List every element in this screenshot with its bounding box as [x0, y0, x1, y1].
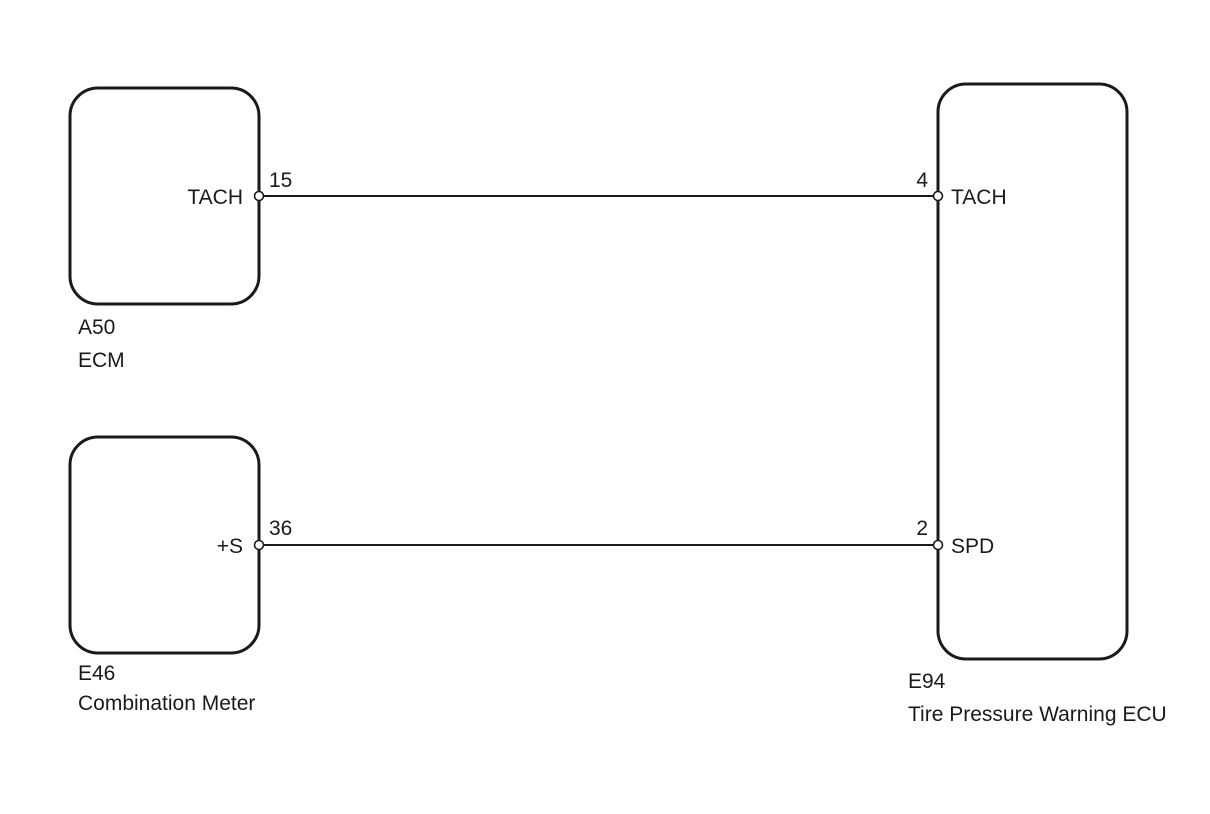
ecm-code: A50 [78, 316, 115, 339]
ecu-tach-pin-number: 4 [916, 169, 928, 192]
ecm-terminal-label: TACH [187, 186, 243, 209]
meter-pin-number: 36 [269, 517, 292, 540]
ecm-name: ECM [78, 349, 125, 372]
meter-terminal-label: +S [217, 535, 243, 558]
tire-pressure-warning-ecu-block [936, 82, 1129, 661]
ecu-spd-terminal [932, 539, 944, 551]
ecu-spd-pin-number: 2 [916, 517, 928, 540]
ecu-tach-terminal [932, 190, 944, 202]
meter-name: Combination Meter [78, 692, 255, 715]
meter-s-terminal [253, 539, 265, 551]
ecu-tach-terminal-label: TACH [951, 186, 1007, 209]
ecm-pin-number: 15 [269, 169, 292, 192]
ecu-name: Tire Pressure Warning ECU [908, 703, 1167, 726]
ecu-spd-terminal-label: SPD [951, 535, 994, 558]
ecu-code: E94 [908, 670, 946, 693]
ecm-tach-terminal [253, 190, 265, 202]
meter-code: E46 [78, 662, 115, 685]
